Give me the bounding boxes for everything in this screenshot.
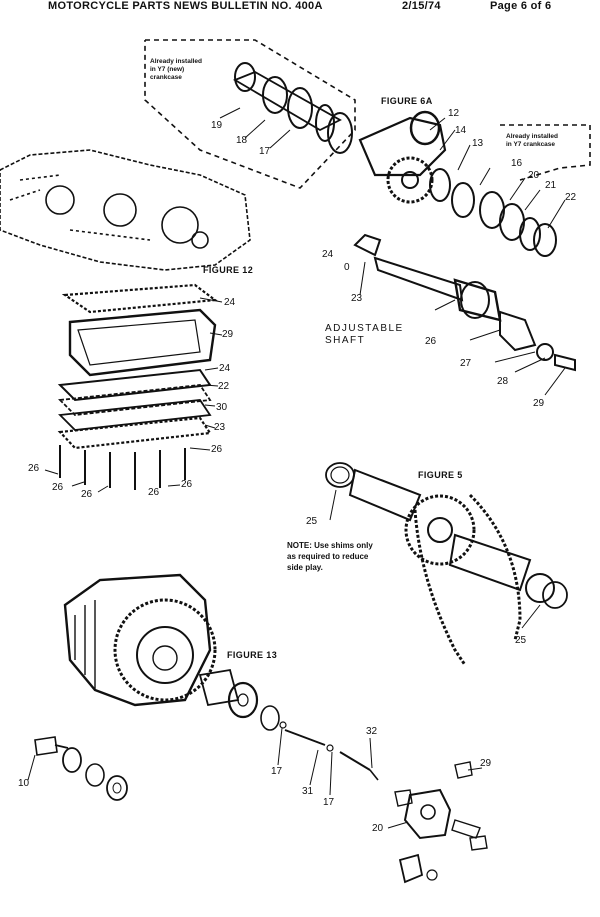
- figure-12-drawing: [44, 283, 223, 493]
- part-number-30: 30: [216, 402, 228, 413]
- note-line-1: NOTE: Use shims only: [287, 541, 373, 550]
- callout-right-line-1: Already installed: [506, 133, 559, 140]
- part-number-29-a: 29: [222, 329, 234, 340]
- figure-5-drawing: [325, 462, 568, 666]
- part-number-18: 18: [236, 135, 248, 146]
- part-number-23: 23: [351, 293, 363, 304]
- figure-6a-drawing: [144, 39, 591, 396]
- part-number-22-a: 22: [218, 381, 230, 392]
- page-number: Page 6 of 6: [490, 0, 552, 12]
- part-number-26-c: 26: [52, 482, 64, 493]
- part-number-29-b: 29: [480, 758, 492, 769]
- part-number-26-f: 26: [181, 479, 193, 490]
- part-number-27: 27: [460, 358, 472, 369]
- part-number-19: 19: [211, 120, 223, 131]
- callout-left-line-1: Already installed: [150, 58, 203, 65]
- part-number-12: 12: [448, 108, 460, 119]
- part-number-24: 24: [322, 249, 334, 260]
- adjustable-shaft-label: ADJUSTABLE SHAFT: [325, 323, 404, 347]
- part-number-26: 26: [425, 336, 437, 347]
- bulletin-title: MOTORCYCLE PARTS NEWS BULLETIN NO. 400A: [48, 0, 323, 12]
- note-line-3: side play.: [287, 563, 323, 572]
- figure-13-label: FIGURE 13: [227, 650, 278, 660]
- part-number-17-a: 17: [271, 766, 283, 777]
- part-number-16: 16: [511, 158, 523, 169]
- adjustable-shaft-line-2: SHAFT: [325, 335, 366, 346]
- note-line-2: as required to reduce: [287, 552, 369, 561]
- part-number-14: 14: [455, 125, 467, 136]
- part-number-25-a: 25: [306, 516, 318, 527]
- adjustable-shaft-line-1: ADJUSTABLE: [325, 323, 404, 334]
- part-number-26-e: 26: [148, 487, 160, 498]
- callout-right-line-2: in Y7 crankcase: [506, 141, 556, 148]
- part-number-22: 22: [565, 192, 577, 203]
- part-number-13: 13: [472, 138, 484, 149]
- bulletin-date: 2/15/74: [402, 0, 441, 12]
- figure-5-label: FIGURE 5: [418, 470, 463, 480]
- part-number-31: 31: [302, 786, 314, 797]
- part-number-25-b: 25: [515, 635, 527, 646]
- part-number-10: 10: [18, 778, 30, 789]
- part-number-20: 20: [528, 170, 540, 181]
- part-number-20-a: 20: [372, 823, 384, 834]
- part-number-26-d: 26: [81, 489, 93, 500]
- figure-6a-callout-left: Already installed in Y7 (new) crankcase: [150, 58, 202, 82]
- part-number-17-b: 17: [323, 797, 335, 808]
- part-number-21: 21: [545, 180, 557, 191]
- figure-13-drawing: [27, 573, 488, 884]
- callout-left-line-3: crankcase: [150, 74, 182, 81]
- figure-6a-label: FIGURE 6A: [381, 96, 433, 106]
- engine-block-drawing: [0, 149, 251, 271]
- part-number-26-b: 26: [28, 463, 40, 474]
- part-number-17: 17: [259, 146, 271, 157]
- part-number-32: 32: [366, 726, 378, 737]
- part-number-24-b: 24: [219, 363, 231, 374]
- part-number-24-a: 24: [224, 297, 236, 308]
- figure-6a-callout-right: Already installed in Y7 crankcase: [506, 133, 558, 149]
- figure-12-label: FIGURE 12: [203, 265, 254, 275]
- part-number-0: 0: [344, 262, 350, 273]
- part-number-23-a: 23: [214, 422, 226, 433]
- callout-left-line-2: in Y7 (new): [150, 66, 185, 73]
- part-number-26-a: 26: [211, 444, 223, 455]
- part-number-28: 28: [497, 376, 509, 387]
- part-number-29: 29: [533, 398, 545, 409]
- figure-5-note: NOTE: Use shims only as required to redu…: [287, 540, 373, 573]
